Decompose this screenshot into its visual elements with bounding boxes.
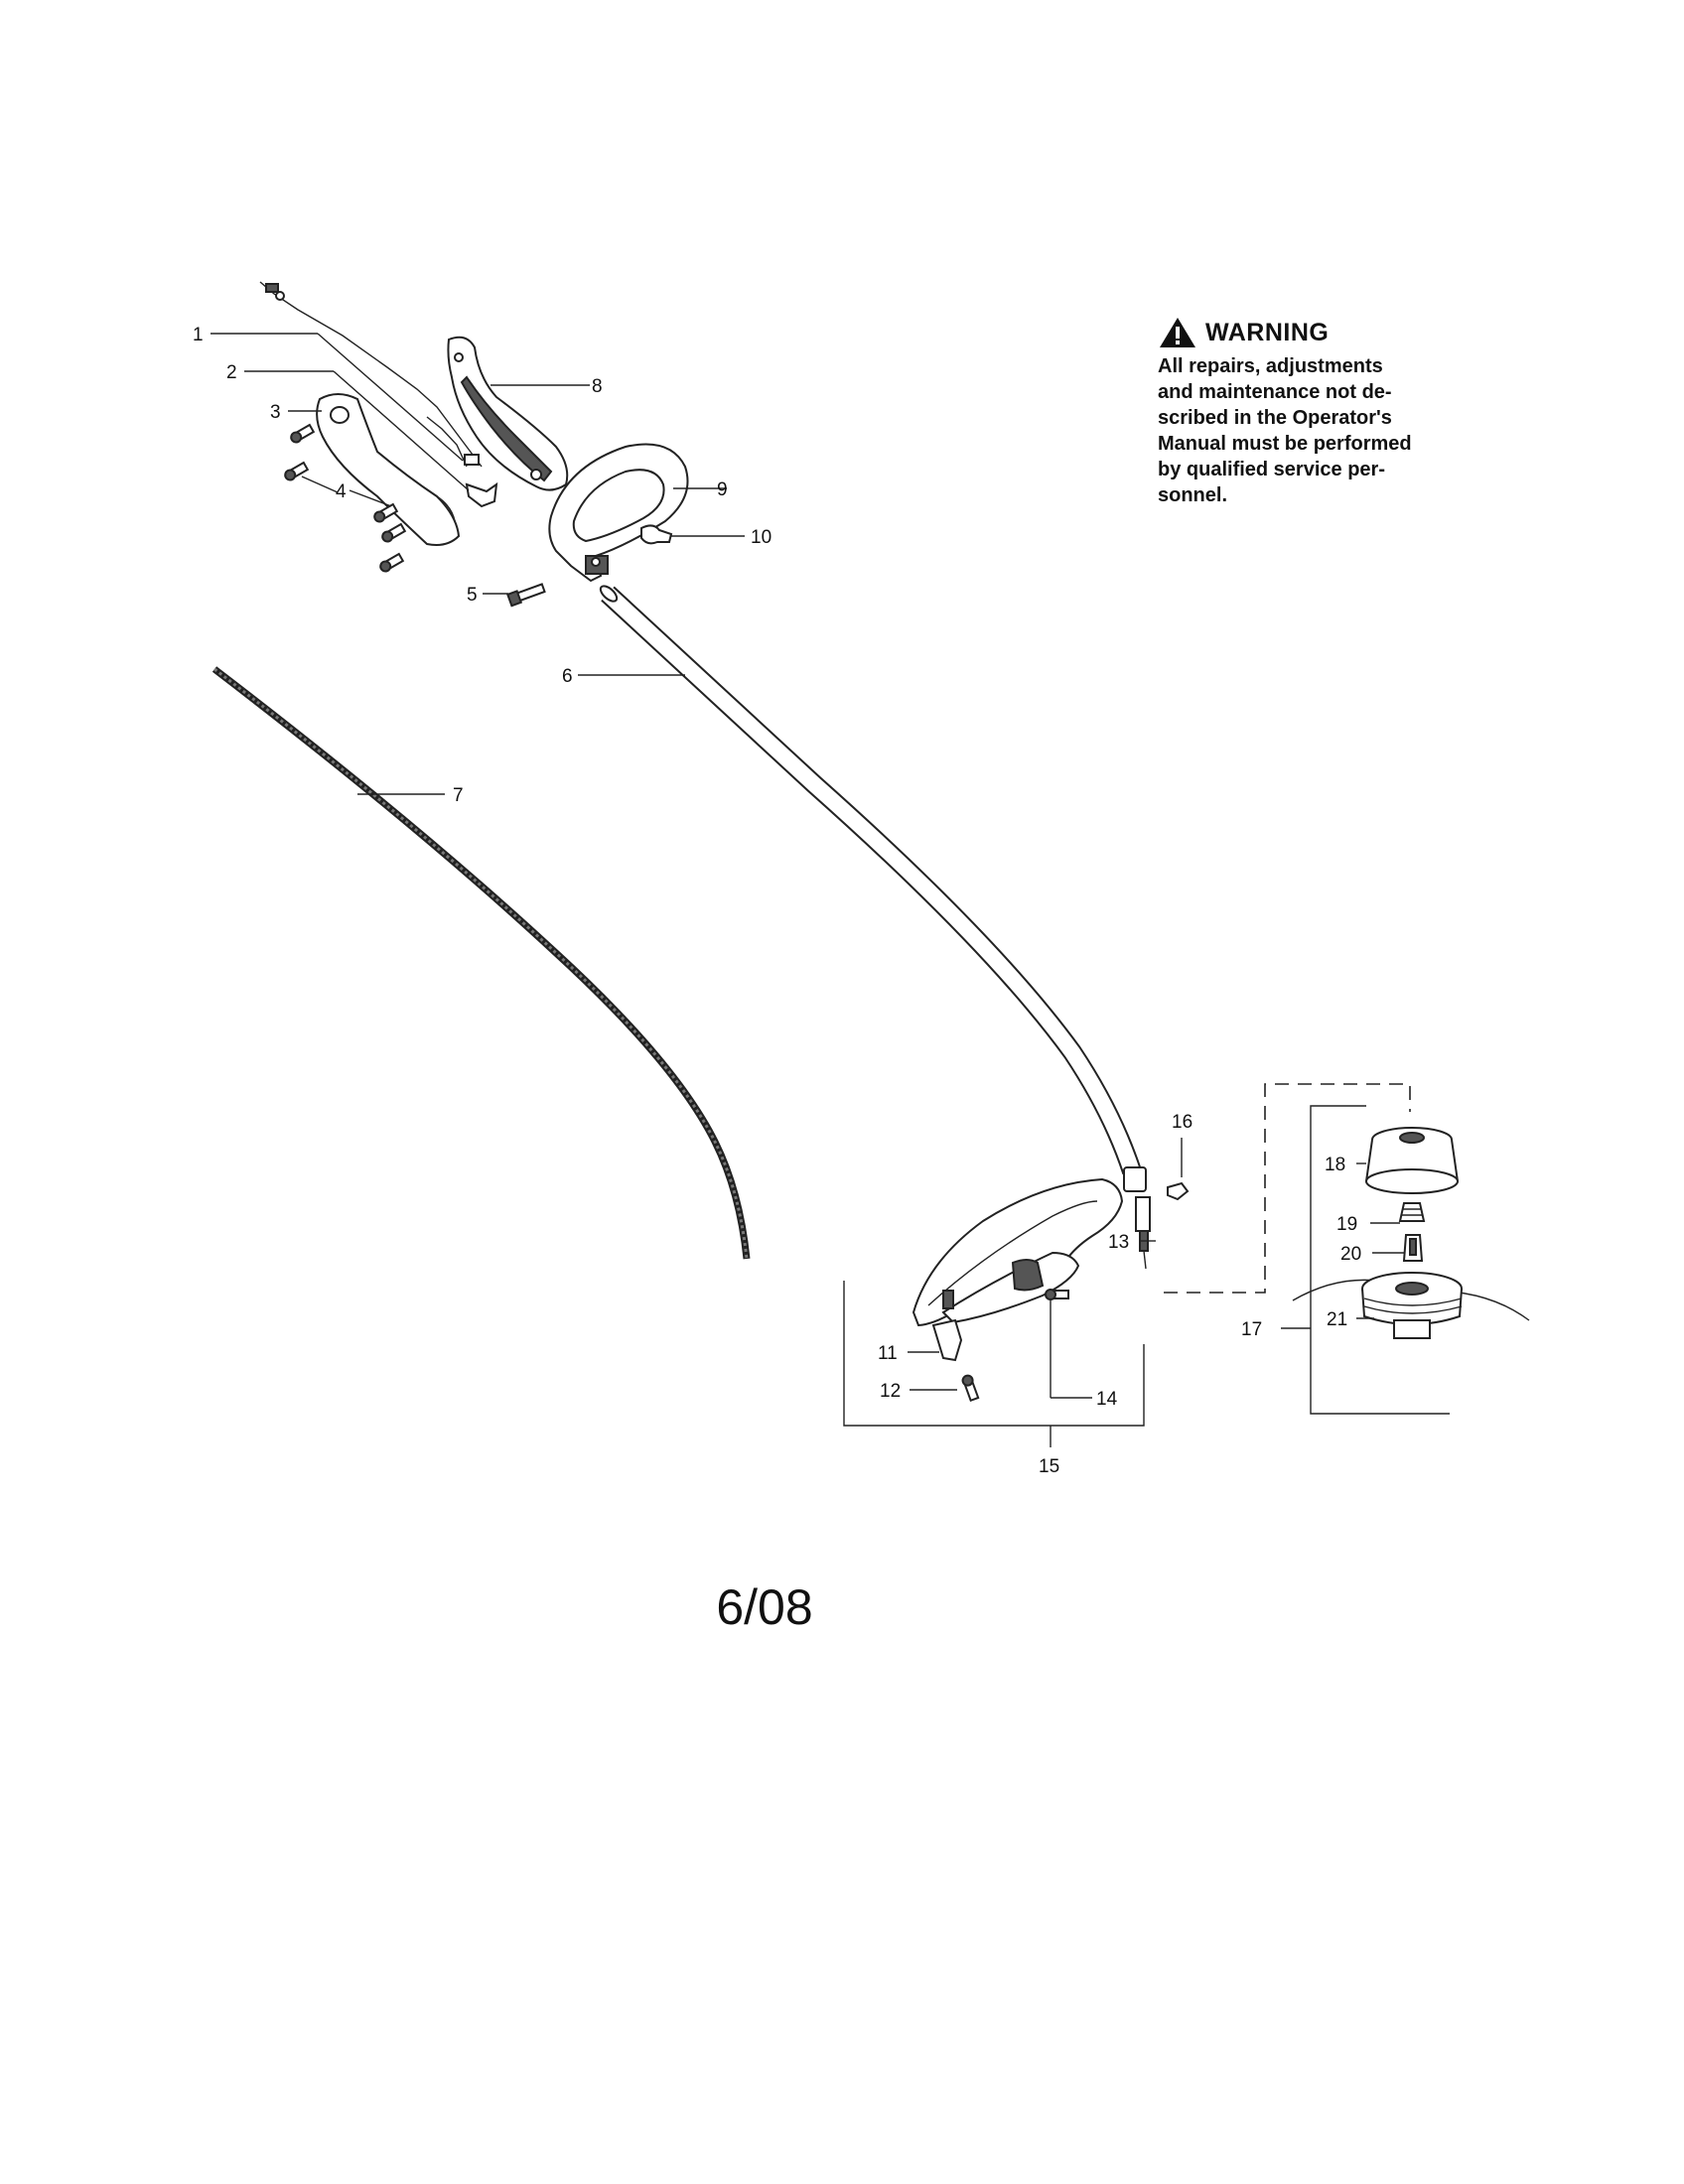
callout-9: 9 (717, 479, 728, 500)
warning-line: sonnel. (1158, 484, 1228, 506)
warning-body: All repairs, adjustments and maintenance… (1158, 353, 1456, 508)
callout-19: 19 (1336, 1214, 1357, 1235)
part-clamp-knob (1123, 1166, 1190, 1201)
part-guard (912, 1177, 1124, 1327)
callout-15: 15 (1039, 1456, 1059, 1477)
warning-line: scribed in the Operator's (1158, 407, 1392, 429)
callout-14: 14 (1096, 1389, 1118, 1410)
warning-title: WARNING (1205, 318, 1330, 346)
callout-5: 5 (467, 585, 478, 606)
callout-2: 2 (226, 362, 237, 383)
leader-lines (210, 333, 1404, 1399)
part-screws (284, 423, 407, 573)
part-bolt (505, 583, 546, 608)
callout-17: 17 (1241, 1319, 1262, 1340)
spool-kit-dashed-outline (1164, 1083, 1411, 1294)
callout-1: 1 (193, 325, 204, 345)
warning-header: WARNING (1158, 316, 1456, 349)
callout-21: 21 (1327, 1309, 1347, 1330)
part-throttle-cable (259, 281, 483, 468)
callout-6: 6 (562, 666, 573, 687)
part-handle-upper (447, 336, 569, 491)
warning-line: Manual must be performed (1158, 433, 1412, 455)
warning-line: by qualified service per- (1158, 459, 1385, 480)
callout-4: 4 (336, 481, 347, 502)
part-spool (1292, 1272, 1530, 1339)
part-shaft-end (1135, 1196, 1151, 1270)
part-line-cutter (931, 1318, 963, 1362)
callout-20: 20 (1340, 1244, 1361, 1265)
callout-labels: 1 2 3 4 5 6 7 8 9 10 11 12 13 14 15 16 1… (193, 325, 1361, 1477)
part-wing-knob (640, 524, 673, 545)
part-handle-half (316, 393, 461, 546)
callout-16: 16 (1172, 1112, 1193, 1133)
callout-8: 8 (592, 376, 603, 397)
callout-10: 10 (751, 527, 772, 548)
warning-triangle-icon (1160, 318, 1195, 347)
part-loop-handle (548, 443, 689, 583)
callout-11: 11 (878, 1343, 898, 1364)
callout-7: 7 (453, 785, 464, 806)
warning-notice: WARNING All repairs, adjustments and mai… (1158, 316, 1456, 508)
part-spring (1398, 1202, 1426, 1222)
callout-13: 13 (1108, 1232, 1129, 1253)
part-spool-cover (1364, 1127, 1460, 1194)
page-code: 6/08 (716, 1579, 813, 1635)
callout-12: 12 (880, 1381, 901, 1402)
part-switch-lead (426, 416, 468, 468)
warning-line: and maintenance not de- (1158, 381, 1392, 403)
part-flex-shaft (211, 666, 751, 1260)
part-trigger (465, 481, 498, 508)
bracket-17 (1281, 1105, 1450, 1415)
part-drive-tube (599, 585, 1142, 1175)
part-guard-bolt (1045, 1289, 1069, 1300)
callout-18: 18 (1325, 1155, 1345, 1175)
part-guard-screw (961, 1374, 980, 1403)
bracket-15 (843, 1281, 1145, 1447)
warning-line: All repairs, adjustments (1158, 355, 1383, 377)
part-spool-insert (1402, 1234, 1424, 1262)
callout-3: 3 (270, 402, 281, 423)
